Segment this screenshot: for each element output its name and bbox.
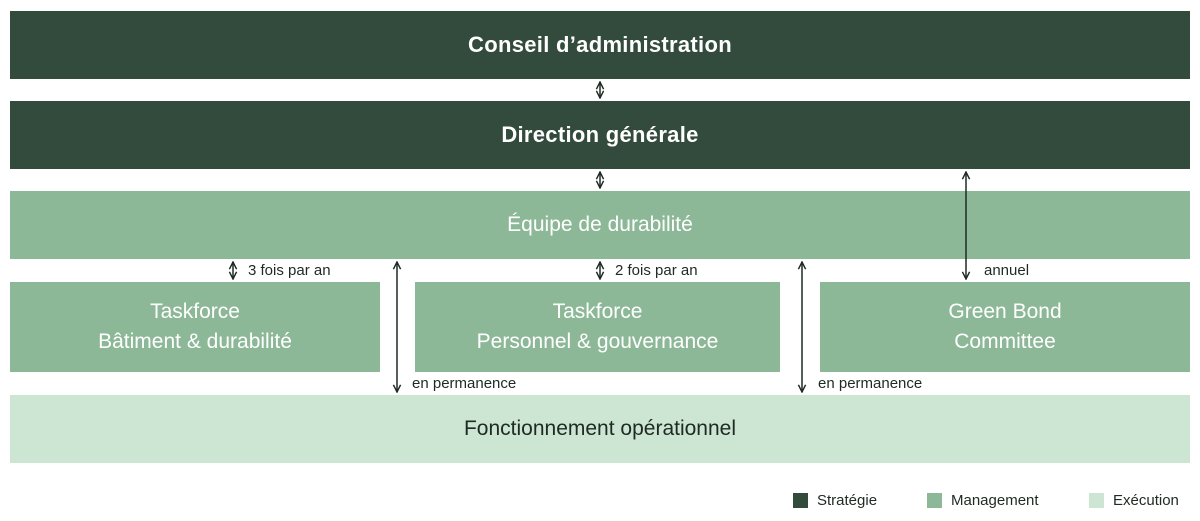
frequency-label-building: 3 fois par an: [248, 262, 331, 279]
green-bond-line1: Green Bond: [948, 300, 1062, 323]
taskforce-people-line1: Taskforce: [552, 300, 643, 323]
legend-label-strategy: Stratégie: [817, 492, 878, 509]
frequency-label-permanent-right: en permanence: [818, 375, 923, 392]
taskforce-building-box: Taskforce Bâtiment & durabilité: [10, 282, 380, 372]
management-box: Direction générale: [10, 101, 1190, 169]
frequency-label-permanent-left: en permanence: [412, 375, 517, 392]
sustainability-team-box: Équipe de durabilité: [10, 191, 1190, 259]
taskforce-building-line2: Bâtiment & durabilité: [98, 330, 292, 353]
board-label: Conseil d’administration: [468, 32, 732, 57]
legend-label-execution: Exécution: [1113, 492, 1179, 509]
sustainability-team-label: Équipe de durabilité: [507, 213, 693, 236]
operations-label: Fonctionnement opérationnel: [463, 417, 736, 440]
legend-swatch-management: [927, 493, 942, 508]
taskforce-people-line2: Personnel & gouvernance: [476, 330, 719, 353]
operations-box: Fonctionnement opérationnel: [10, 395, 1190, 463]
taskforce-building-line1: Taskforce: [150, 300, 240, 323]
frequency-label-green-bond: annuel: [984, 262, 1030, 279]
board-box: Conseil d’administration: [10, 11, 1190, 79]
legend-label-management: Management: [951, 492, 1039, 509]
green-bond-line2: Committee: [954, 330, 1056, 353]
green-bond-committee-box: Green Bond Committee: [820, 282, 1190, 372]
legend-swatch-execution: [1089, 493, 1104, 508]
legend-swatch-strategy: [793, 493, 808, 508]
legend-item-strategy: Stratégie: [793, 492, 877, 509]
legend-item-execution: Exécution: [1089, 492, 1179, 509]
legend-item-management: Management: [927, 492, 1039, 509]
frequency-label-people: 2 fois par an: [615, 262, 698, 279]
taskforce-people-box: Taskforce Personnel & gouvernance: [415, 282, 780, 372]
management-label: Direction générale: [501, 122, 699, 147]
